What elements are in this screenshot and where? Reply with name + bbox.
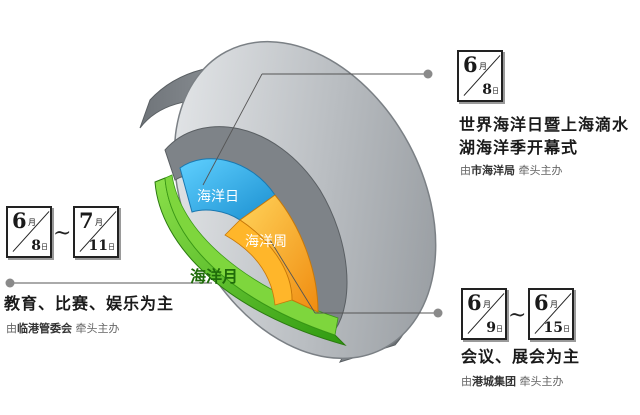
date-month-unit: 月 [28, 218, 36, 227]
date-box-activities-end: 7 月 11 日 [73, 206, 119, 258]
event-org-opening: 由市海洋局 牵头主办 [460, 164, 563, 177]
orange-segment-front [224, 219, 293, 306]
date-box-activities-start: 6 月 8 日 [6, 206, 52, 258]
date-day: 9 [486, 320, 496, 336]
event-title-opening-line2: 湖海洋季开幕式 [459, 138, 579, 157]
segment-label-month: 海洋月 [190, 267, 239, 286]
date-day-unit: 日 [496, 325, 503, 333]
date-month-unit: 月 [483, 300, 491, 309]
date-box-conference-end: 6 月 15 日 [528, 288, 574, 340]
leader-dot-opening [423, 69, 433, 79]
date-month: 6 [467, 290, 482, 315]
date-month-unit: 月 [550, 300, 558, 309]
date-month: 6 [12, 208, 27, 233]
date-day: 11 [88, 238, 108, 254]
event-org-conference: 由港城集团 牵头主办 [461, 375, 564, 388]
event-title-conference: 会议、展会为主 [461, 347, 581, 366]
date-day: 8 [31, 238, 41, 254]
event-org-activities: 由临港管委会 牵头主办 [6, 322, 120, 335]
date-month: 6 [463, 52, 478, 77]
date-month-unit: 月 [95, 218, 103, 227]
date-day: 15 [543, 320, 563, 336]
leader-line-conference [269, 239, 316, 314]
segment-label-day: 海洋日 [197, 189, 239, 205]
date-box-conference-start: 6 月 9 日 [461, 288, 507, 340]
range-separator-activities: ~ [53, 221, 72, 246]
event-title-activities: 教育、比赛、娱乐为主 [4, 294, 175, 313]
date-box-opening-start: 6 月 8 日 [457, 50, 503, 102]
segment-label-week: 海洋周 [245, 234, 287, 250]
date-day: 8 [482, 82, 492, 98]
leader-line-opening [202, 73, 263, 186]
date-day-unit: 日 [41, 243, 48, 251]
leader-dot-activities [5, 278, 15, 288]
date-month: 7 [79, 208, 94, 233]
event-title-opening-line1: 世界海洋日暨上海滴水 [459, 115, 630, 134]
green-ring-face [164, 174, 339, 336]
leader-dot-conference [433, 308, 443, 318]
date-month-unit: 月 [479, 62, 487, 71]
date-month: 6 [534, 290, 549, 315]
date-day-unit: 日 [563, 325, 570, 333]
date-day-unit: 日 [492, 87, 499, 95]
range-separator-conference: ~ [508, 303, 527, 328]
date-day-unit: 日 [108, 243, 115, 251]
